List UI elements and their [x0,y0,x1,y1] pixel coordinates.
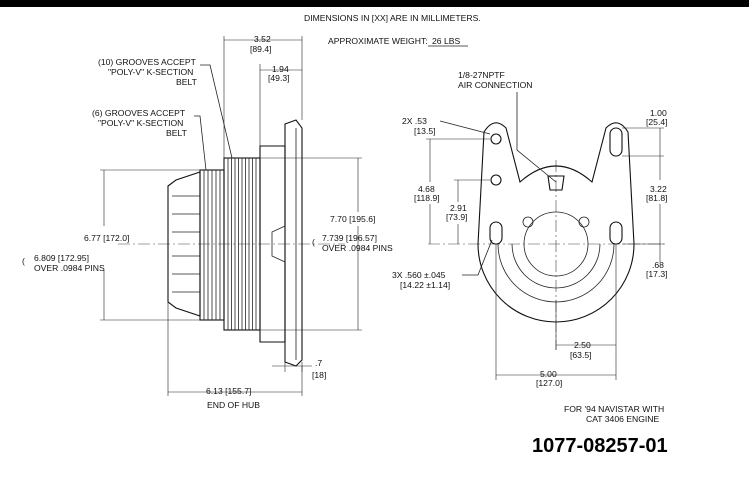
hole-dia: 2X .53 [402,116,427,126]
mount-hole-mid [490,174,502,186]
ten-groove-lines [227,158,257,330]
dim-322: 3.22 [650,184,667,194]
dim-770: 7.70 [195.6] [330,214,375,224]
grooves-10-line2: "POLY-V" K-SECTION [108,67,193,77]
dim-468-mm: [118.9] [414,193,440,203]
dim-068-mm: [17.3] [646,269,668,279]
clutch-face [284,119,303,367]
dim-250-mm: [63.5] [570,350,592,360]
dim-07: .7 [315,358,322,368]
leader-6-grooves [194,115,207,171]
side-view: 3.52 [89.4] 1.94 [49.3] (10) GROOVES ACC… [22,34,393,410]
grooves-6-line2: "POLY-V" K-SECTION [98,118,183,128]
front-view: 1/8-27NPTF AIR CONNECTION 2X .53 [13.5] … [392,70,668,388]
dim-7739: 7.739 [196.57] [322,233,377,243]
hub-flutes [172,195,200,293]
application-note-line2: CAT 3406 ENGINE [586,414,660,424]
mount-hole-top [490,133,502,145]
grooves-6-line1: (6) GROOVES ACCEPT [92,108,186,118]
small-hole-right [578,216,590,228]
air-leader [516,92,557,183]
slot-size: 3X .560 ±.045 [392,270,446,280]
slot-leader [462,239,493,276]
grooves-6-line3: BELT [166,128,188,138]
grooves-10-line3: BELT [176,77,198,87]
dim-613-note: END OF HUB [207,400,260,410]
weight-value: 26 LBS [432,36,460,46]
dim-613: 6.13 [155.7] [206,386,251,396]
dim-500-mm: [127.0] [536,378,562,388]
air-callout-line2: AIR CONNECTION [458,80,532,90]
dim-468: 4.68 [418,184,435,194]
dim-6809-note: OVER .0984 PINS [34,263,105,273]
dim-291: 2.91 [450,203,467,213]
dim-068: .68 [652,260,664,270]
air-callout-line1: 1/8-27NPTF [458,70,505,80]
hole-leader [439,120,491,135]
hub-circle [523,211,589,277]
dim-7739-note: OVER .0984 PINS [322,243,393,253]
weight-label: APPROXIMATE WEIGHT: [328,36,428,46]
dim-322-mm: [81.8] [646,193,668,203]
inner-arc [497,243,615,303]
part-number: 1077-08257-01 [532,435,668,457]
paren-left: ( [22,256,25,266]
dim-291-mm: [73.9] [446,212,468,222]
dim-500: 5.00 [540,369,557,379]
dim-194-mm: [49.3] [268,73,290,83]
dim-6809: 6.809 [172.95] [34,253,89,263]
dimensions-note: DIMENSIONS IN [XX] ARE IN MILLIMETERS. [304,13,481,23]
small-hole-left [522,216,534,228]
dim-677: 6.77 [172.0] [84,233,129,243]
dim-07-mm: [18] [312,370,326,380]
inner-arc-2 [511,243,601,289]
dim-250: 2.50 [574,340,591,350]
top-border-bar [0,0,749,7]
dim-352: 3.52 [254,34,271,44]
application-note-line1: FOR '94 NAVISTAR WITH [564,404,664,414]
paren-right: ( [312,237,315,247]
six-groove-lines [203,170,221,320]
grooves-10-line1: (10) GROOVES ACCEPT [98,57,197,67]
dim-194: 1.94 [272,64,289,74]
dim-352-mm: [89.4] [250,44,272,54]
slot-right-bottom [609,221,623,245]
slot-size-mm: [14.22 ±1.14] [400,280,450,290]
air-fitting [271,225,286,263]
slot-width: 1.00 [650,108,667,118]
slot-width-mm: [25.4] [646,117,668,127]
air-connection-fitting [547,175,565,191]
slot-right-top [609,127,623,157]
hole-dia-mm: [13.5] [414,126,436,136]
leader-10-grooves [200,64,233,159]
